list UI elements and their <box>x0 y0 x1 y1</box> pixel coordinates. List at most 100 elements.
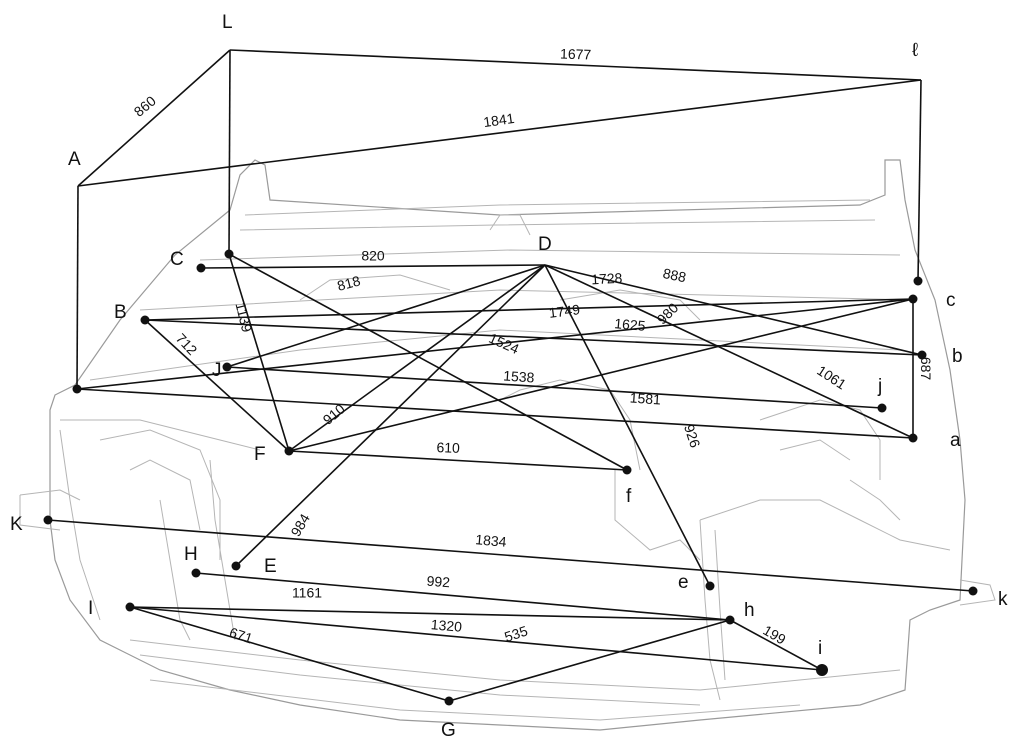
dimension-label-D-a: 1061 <box>814 362 849 392</box>
point-marker-c <box>908 294 918 304</box>
dimension-line-A-L <box>77 49 231 187</box>
dimension-label-F-c: 980 <box>654 299 682 327</box>
dimension-label-I-h: 1161 <box>292 585 322 601</box>
point-marker-Lp <box>224 249 234 259</box>
point-marker-Ap <box>72 384 82 394</box>
point-marker-h <box>725 615 735 625</box>
point-labels: A LℓC D B J F E K H I Gc b j a f e h i k <box>10 12 1008 741</box>
point-label-h: h <box>744 600 755 621</box>
point-marker-J <box>222 362 232 372</box>
dimension-line-F-f <box>288 450 628 471</box>
dimension-label-B-c: 1728 <box>591 270 623 288</box>
measurement-lines <box>47 49 974 702</box>
point-marker-a <box>908 433 918 443</box>
point-label-l: ℓ <box>912 40 918 61</box>
point-label-I: I <box>88 598 93 619</box>
point-marker-H <box>191 568 201 578</box>
point-label-D: D <box>538 234 552 255</box>
dimension-line-C-D <box>200 264 546 269</box>
guide-line-L <box>228 49 231 255</box>
dimension-label-h-i: 199 <box>760 622 788 648</box>
point-label-i: i <box>818 638 822 659</box>
dimension-label-L-F: 1139 <box>232 301 255 334</box>
measurement-points <box>43 249 978 706</box>
dimension-line-h-i <box>729 619 823 671</box>
dimension-line-L-F <box>228 253 290 452</box>
point-marker-b <box>917 350 927 360</box>
dimension-label-C-D: 820 <box>361 248 385 264</box>
point-marker-lp <box>913 276 923 286</box>
dimension-line-I-h <box>129 606 731 621</box>
point-label-E: E <box>264 556 277 577</box>
dimension-line-I-G <box>129 606 450 702</box>
point-marker-I <box>125 602 135 612</box>
dimension-label-D-e: 926 <box>681 422 704 449</box>
point-marker-f <box>622 465 632 475</box>
point-label-G: G <box>441 720 456 741</box>
dimension-line-D-E <box>235 264 546 567</box>
dimension-label-D-E: 984 <box>287 511 313 539</box>
point-marker-C <box>196 263 206 273</box>
dimension-line-D-F <box>288 264 546 452</box>
point-label-e: e <box>678 572 689 593</box>
dimension-line-B-b <box>144 319 923 356</box>
dimension-label-I-i: 1320 <box>430 616 463 635</box>
guide-line-A <box>76 185 79 390</box>
dimension-label-L-f: 1524 <box>487 330 522 357</box>
point-marker-G <box>444 696 454 706</box>
point-label-k: k <box>998 589 1008 610</box>
dimension-label-L-l: 1677 <box>560 45 592 62</box>
point-label-c: c <box>946 290 956 311</box>
dimension-label-F-f: 610 <box>436 439 460 456</box>
dimension-line-L-l <box>229 49 922 81</box>
dimension-label-G-h: 535 <box>502 622 529 645</box>
dimension-line-D-a <box>544 264 914 439</box>
dimension-line-H-h <box>195 572 731 621</box>
dimension-line-K-k <box>47 519 974 592</box>
dimension-line-D-e <box>544 264 711 587</box>
point-marker-B <box>140 315 150 325</box>
dimension-line-A-a <box>76 388 914 439</box>
dimension-line-G-h <box>448 619 731 702</box>
point-label-K: K <box>10 514 23 535</box>
dimension-label-H-h: 992 <box>426 573 451 591</box>
point-label-H: H <box>184 544 198 565</box>
dimension-label-B-F: 712 <box>173 330 201 358</box>
dimension-line-A-l <box>77 79 922 187</box>
dimension-label-A-l: 1841 <box>482 110 515 130</box>
point-marker-K <box>43 515 53 525</box>
point-label-B: B <box>114 302 127 323</box>
dimension-line-B-F <box>144 319 290 452</box>
point-label-F: F <box>254 444 266 465</box>
point-marker-e <box>705 581 715 591</box>
point-marker-E <box>231 561 241 571</box>
point-label-A: A <box>68 149 81 170</box>
dimension-label-A-c: 1749 <box>548 301 581 321</box>
dimension-line-D-b <box>544 264 923 356</box>
point-label-a: a <box>950 430 961 451</box>
point-marker-k <box>968 586 978 596</box>
point-marker-F <box>284 446 294 456</box>
point-label-C: C <box>170 249 184 270</box>
dimension-line-I-i <box>129 606 823 671</box>
dimension-label-A-L: 860 <box>131 92 159 119</box>
point-label-f: f <box>626 486 632 507</box>
dimension-line-D-J <box>226 264 546 368</box>
point-marker-i <box>816 664 828 676</box>
dimension-label-J-j: 1538 <box>503 367 535 385</box>
dimension-line-L-f <box>228 253 628 471</box>
guide-line-l <box>917 79 922 282</box>
point-label-b: b <box>952 346 963 367</box>
dimension-label-K-k: 1834 <box>475 531 508 550</box>
point-label-j: j <box>877 376 882 397</box>
dimension-label-I-G: 671 <box>227 624 254 647</box>
dimension-label-B-b: 1625 <box>614 315 647 334</box>
dimension-label-D-b: 888 <box>661 265 687 286</box>
dimension-line-A-c <box>76 298 914 390</box>
dimension-line-B-c <box>144 298 914 321</box>
point-marker-j <box>877 403 887 413</box>
dimension-label-D-J: 818 <box>335 272 362 294</box>
point-label-L: L <box>222 12 233 33</box>
point-label-J: J <box>212 360 222 381</box>
dimension-label-c-a: 687 <box>918 357 934 381</box>
